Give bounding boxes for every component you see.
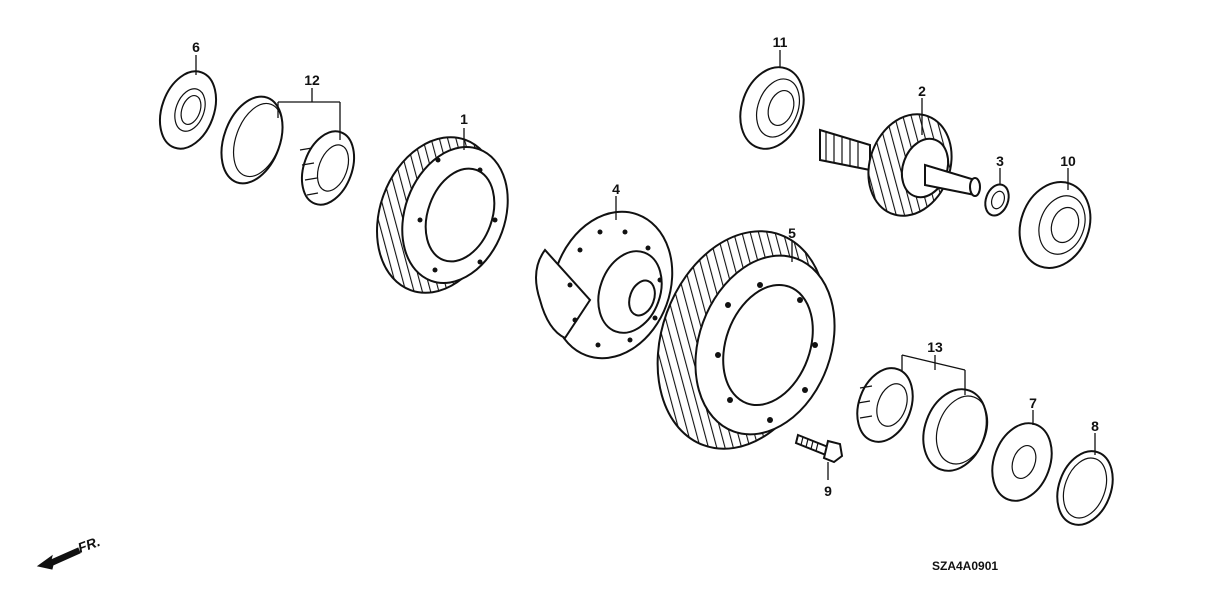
part-label-6: 6 bbox=[192, 39, 200, 55]
snap-ring-8-icon[interactable] bbox=[1048, 443, 1123, 532]
ball-bearing-10-icon[interactable] bbox=[1008, 172, 1102, 278]
bearing-set-13-icon[interactable] bbox=[848, 360, 998, 479]
leader-lines bbox=[195, 50, 1096, 480]
part-label-13: 13 bbox=[927, 339, 943, 355]
final-driven-gear-5-icon[interactable] bbox=[629, 207, 859, 472]
part-label-9: 9 bbox=[824, 483, 832, 499]
front-direction-label: FR. bbox=[76, 533, 103, 556]
part-label-2: 2 bbox=[918, 83, 926, 99]
part-label-3: 3 bbox=[996, 153, 1004, 169]
oil-seal-6-icon[interactable] bbox=[150, 64, 226, 157]
part-label-8: 8 bbox=[1091, 418, 1099, 434]
bearing-set-12-icon[interactable] bbox=[210, 88, 363, 212]
part-label-10: 10 bbox=[1060, 153, 1076, 169]
washer-3-icon[interactable] bbox=[981, 181, 1013, 219]
diagram-code: SZA4A0901 bbox=[932, 559, 998, 573]
driven-gear-1-icon[interactable] bbox=[356, 120, 526, 310]
final-drive-gear-2-icon[interactable] bbox=[819, 102, 981, 227]
part-label-5: 5 bbox=[788, 225, 796, 241]
differential-carrier-4-icon[interactable] bbox=[532, 195, 692, 376]
part-label-12: 12 bbox=[304, 72, 320, 88]
part-label-7: 7 bbox=[1029, 395, 1037, 411]
ball-bearing-11-icon[interactable] bbox=[729, 58, 814, 157]
front-direction-arrow-icon: FR. bbox=[36, 533, 103, 570]
bolt-9-icon[interactable] bbox=[794, 433, 844, 464]
part-number-labels: 1 2 3 4 5 6 7 8 9 10 11 12 13 bbox=[192, 34, 1099, 499]
part-label-4: 4 bbox=[612, 181, 620, 197]
part-label-11: 11 bbox=[773, 34, 788, 50]
shim-7-icon[interactable] bbox=[982, 415, 1062, 509]
part-label-1: 1 bbox=[460, 111, 468, 127]
